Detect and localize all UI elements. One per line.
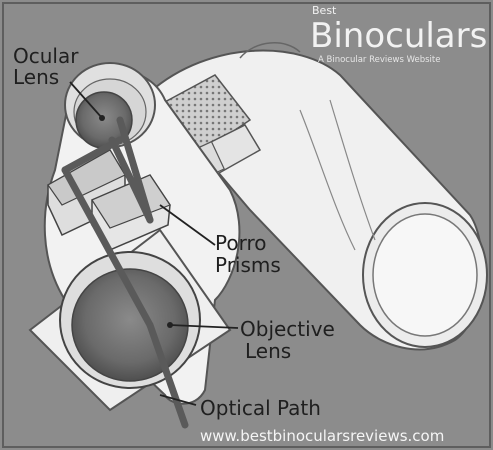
objective-label-line1: Objective (240, 317, 335, 341)
porro-label-line2: Prisms (215, 253, 281, 277)
objective-label-line2: Lens (245, 339, 291, 363)
optical-path-label: Optical Path (200, 396, 321, 420)
brand-title: Binoculars (310, 16, 487, 56)
porro-label-line1: Porro (215, 231, 266, 255)
footer-url: www.bestbinocularsreviews.com (200, 427, 444, 445)
ocular-leader-dot (99, 115, 105, 121)
ocular-label-line2: Lens (13, 65, 59, 89)
objective-leader-dot (167, 322, 173, 328)
brand-subtitle: A Binocular Reviews Website (318, 55, 440, 65)
